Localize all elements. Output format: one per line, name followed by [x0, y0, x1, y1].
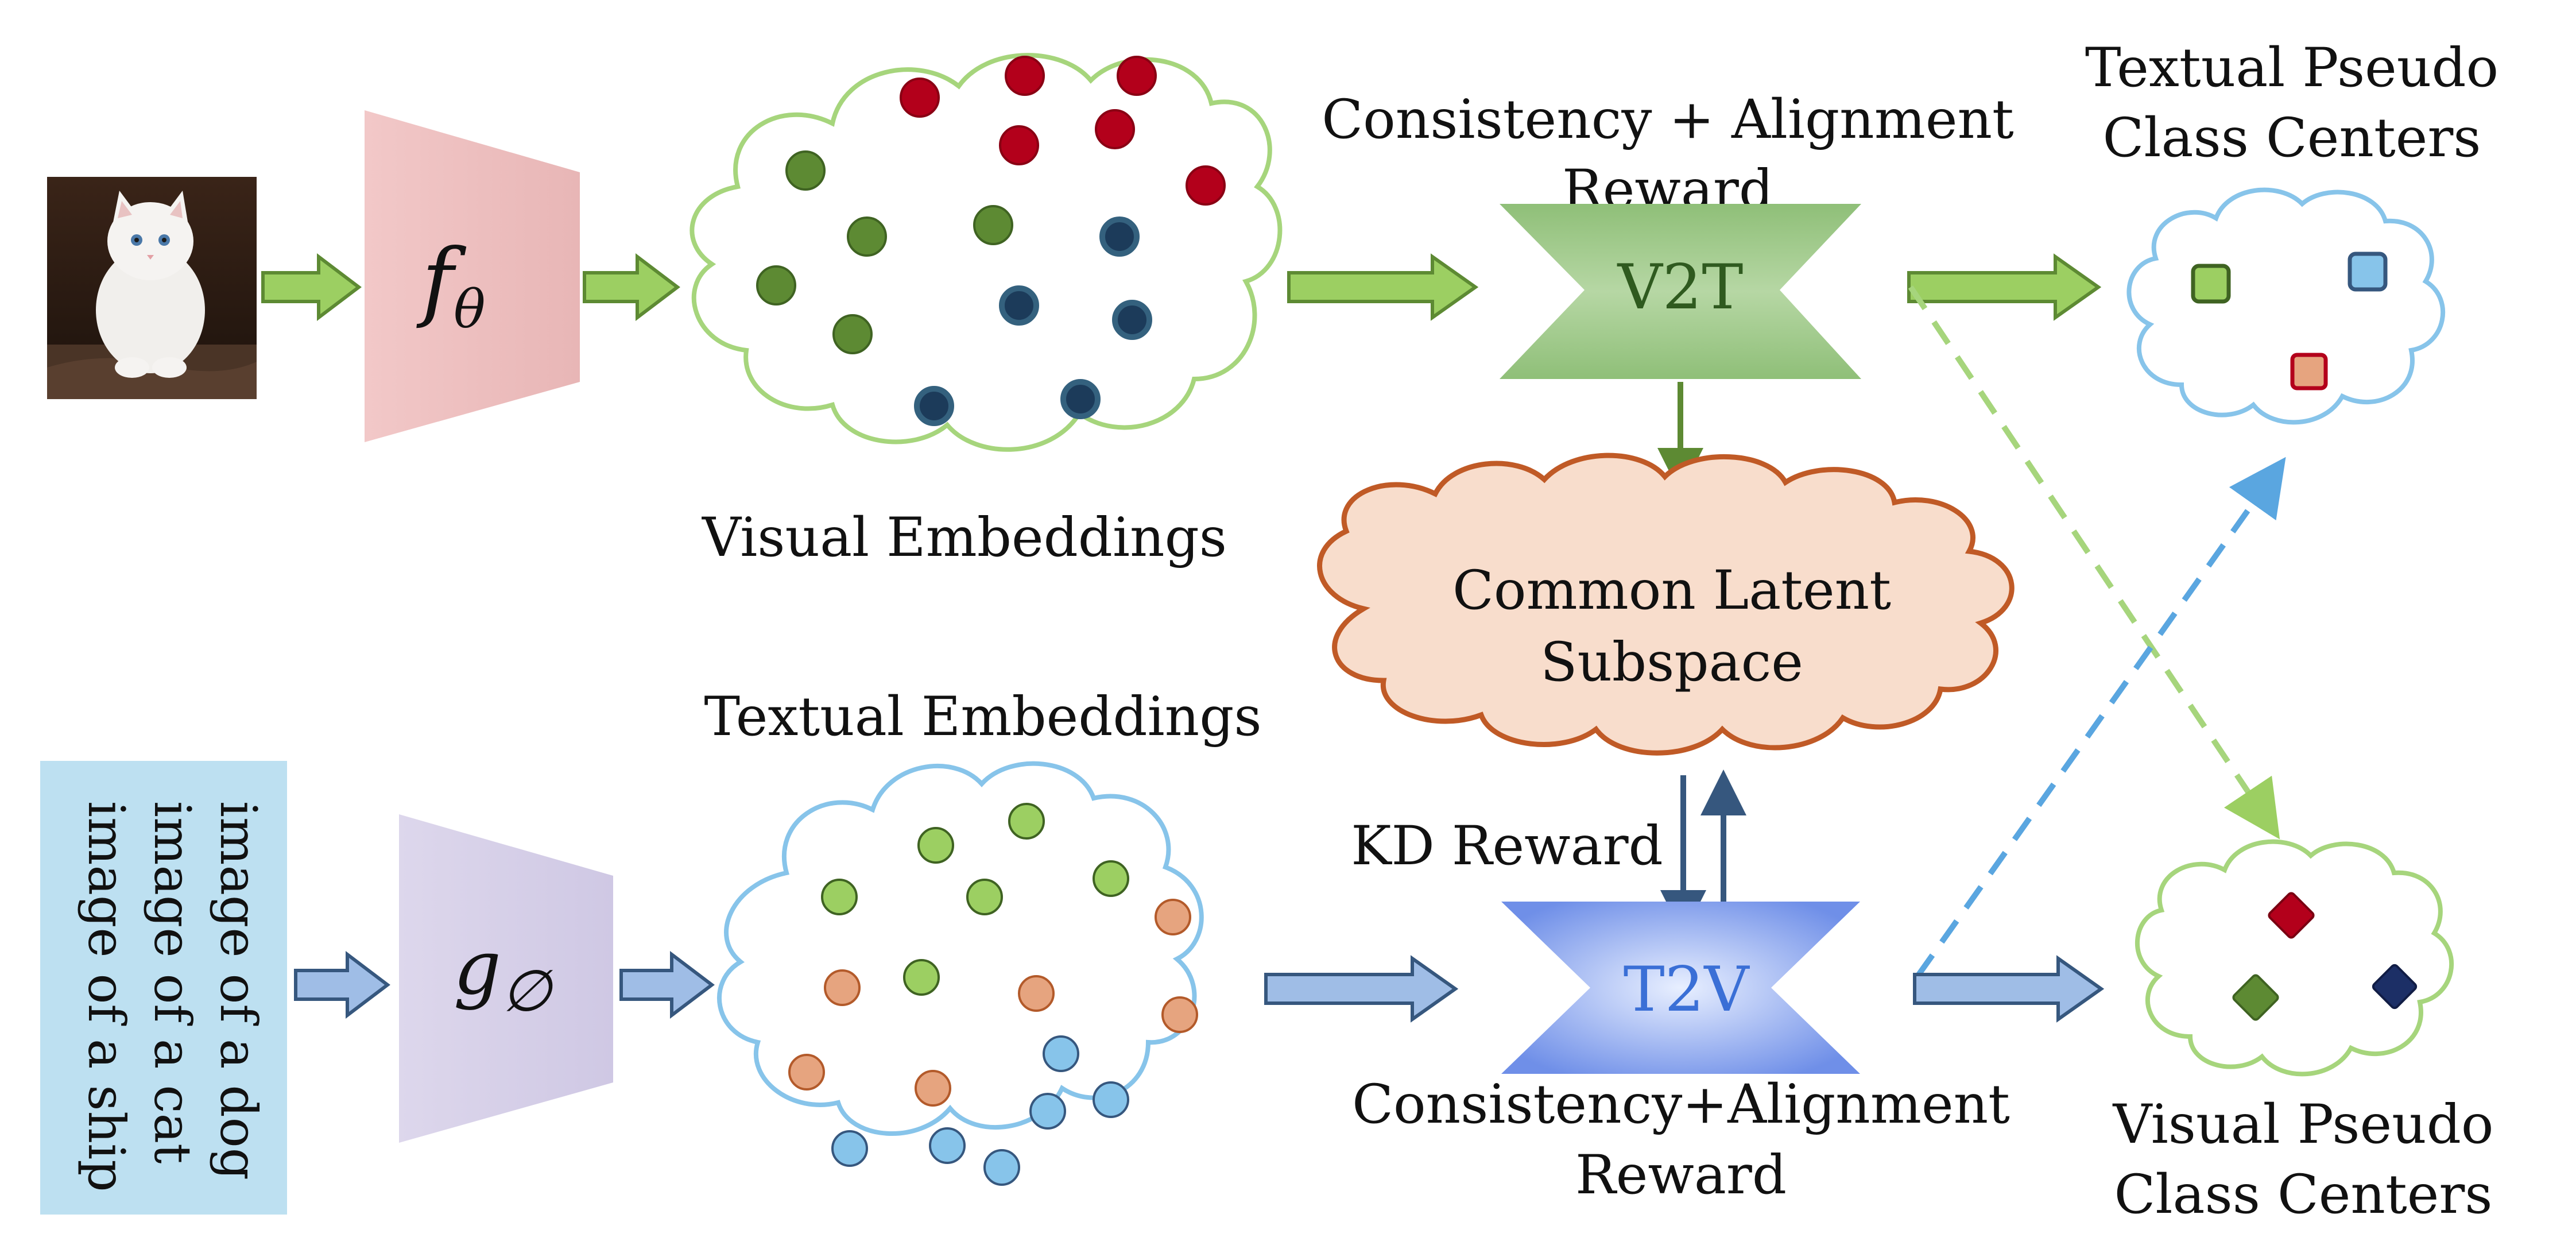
text-point-blue	[983, 1149, 1020, 1186]
dashed-arrow-t2v-to-textual-centers	[1915, 457, 2286, 978]
common-latent-subspace-cloud: Common Latent Subspace	[1317, 453, 2015, 756]
t2v-reward-line2: Reward	[1575, 1144, 1787, 1207]
arrow-t2v-to-visual-centers	[1913, 955, 2105, 1023]
v2t-module: V2T	[1500, 204, 1861, 379]
visual-point-green	[973, 205, 1013, 245]
visual-point-green	[756, 265, 796, 306]
common-subspace-line1: Common Latent	[1452, 559, 1891, 622]
arrow-textual-embeddings-to-t2v	[1264, 955, 1459, 1023]
visual-point-green	[785, 150, 826, 191]
text-point-blue	[831, 1130, 868, 1167]
kd-reward-label: KD Reward	[1351, 815, 1663, 877]
visual-embeddings-label: Visual Embeddings	[702, 506, 1227, 569]
text-point-orange	[1161, 996, 1198, 1033]
visual-embeddings-cloud	[689, 53, 1283, 452]
t2v-module: T2V	[1501, 902, 1860, 1074]
visual-encoder-f-theta: fθ	[365, 110, 580, 442]
textual-embeddings-cloud	[717, 761, 1204, 1186]
text-point-green	[821, 879, 858, 915]
visual-point-green	[847, 216, 887, 257]
textual-center-orange	[2290, 353, 2328, 390]
visual-point-red	[1005, 56, 1045, 96]
visual-center-green	[2232, 974, 2279, 1021]
text-prompts-box: image of a dog image of a cat image of a…	[40, 761, 287, 1215]
prompt-cat: image of a cat	[143, 801, 202, 1164]
arrow-v2t-to-textual-centers	[1907, 253, 2102, 321]
visual-point-navy	[999, 285, 1039, 326]
visual-point-red	[999, 125, 1039, 165]
arrow-visual-embeddings-to-v2t	[1287, 253, 1479, 321]
visual-centers-cloud	[2135, 839, 2454, 1077]
visual-point-navy	[1099, 216, 1140, 257]
visual-center-red	[2268, 892, 2315, 939]
text-point-green	[903, 959, 940, 996]
visual-point-red	[1186, 165, 1226, 206]
arrow-g-to-textual-embeddings	[619, 950, 715, 1019]
visual-point-navy	[914, 386, 954, 426]
text-point-green	[917, 827, 954, 864]
text-point-orange	[788, 1054, 825, 1091]
visual-centers-line2: Class Centers	[2114, 1163, 2492, 1226]
text-point-orange	[915, 1070, 951, 1107]
prompt-ship: image of a ship	[77, 801, 136, 1192]
text-point-orange	[824, 969, 861, 1006]
visual-centers-line1: Visual Pseudo	[2113, 1093, 2494, 1156]
visual-center-navy	[2372, 964, 2418, 1010]
visual-point-red	[1117, 56, 1157, 96]
text-point-green	[1008, 803, 1045, 840]
text-point-blue	[929, 1127, 966, 1164]
t2v-reward-line1: Consistency+Alignment	[1352, 1073, 2010, 1136]
text-point-blue	[1043, 1035, 1079, 1072]
visual-point-red	[900, 78, 940, 118]
visual-point-red	[1095, 109, 1135, 149]
arrow-prompts-to-g	[294, 950, 390, 1019]
text-point-green	[966, 879, 1003, 915]
v2t-label: V2T	[1617, 252, 1744, 323]
arrow-f-to-visual-embeddings	[583, 253, 680, 322]
textual-centers-line2: Class Centers	[2102, 107, 2481, 169]
text-point-blue	[1029, 1093, 1066, 1130]
text-encoder-g-phi: g∅	[399, 814, 613, 1143]
textual-embeddings-label: Textual Embeddings	[704, 686, 1261, 748]
v2t-reward-line1: Consistency + Alignment	[1322, 88, 2014, 151]
text-point-orange	[1018, 975, 1055, 1012]
g-phi-label: g∅	[454, 924, 553, 1024]
t2v-label: T2V	[1624, 954, 1750, 1026]
prompt-dog: image of a dog	[209, 801, 268, 1180]
textual-centers-cloud	[2126, 187, 2446, 425]
input-cat-image	[47, 177, 257, 399]
text-point-blue	[1093, 1081, 1129, 1118]
visual-point-green	[832, 314, 873, 354]
textual-centers-line1: Textual Pseudo	[2085, 37, 2498, 99]
arrow-image-to-f	[261, 253, 362, 322]
common-subspace-line2: Subspace	[1540, 631, 1803, 694]
visual-point-navy	[1060, 379, 1101, 419]
visual-point-navy	[1112, 300, 1152, 340]
textual-center-green	[2191, 264, 2231, 304]
dashed-arrow-textual-to-visual-centers	[1908, 285, 2280, 840]
text-point-orange	[1155, 899, 1191, 935]
textual-center-blue	[2348, 252, 2388, 292]
text-point-green	[1093, 860, 1129, 897]
